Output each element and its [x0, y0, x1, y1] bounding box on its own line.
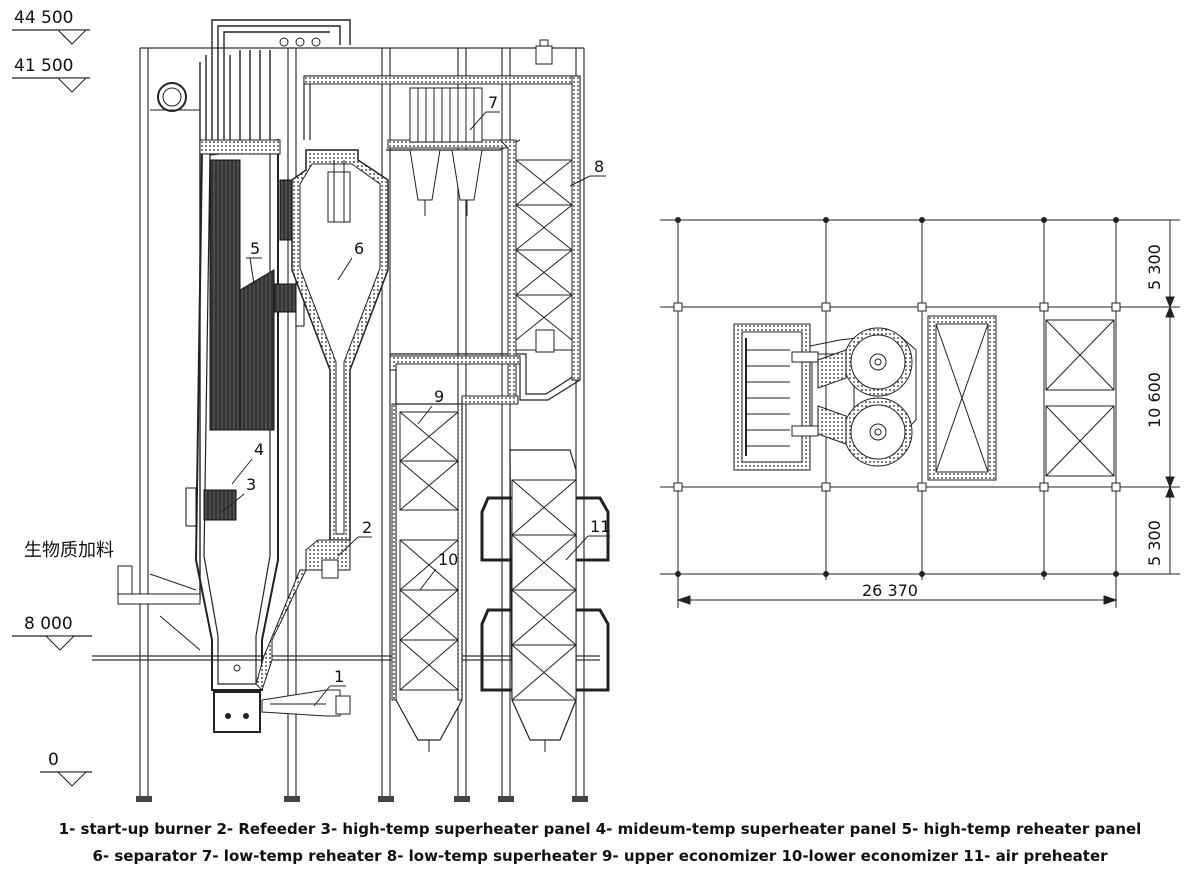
- column-footings: [136, 796, 588, 802]
- biomass-feed-label: 生物质加料: [24, 540, 114, 561]
- plan-dimension-lines: [676, 219, 1180, 605]
- elevation-marker-44500: 44 500: [12, 8, 90, 45]
- part-label-7: 7: [488, 93, 498, 112]
- low-temp-reheater: [409, 87, 483, 216]
- elevation-marker-41500: 41 500: [12, 56, 90, 93]
- part-label-2: 2: [362, 518, 372, 537]
- upper-economizer: [399, 411, 459, 511]
- startup-burner: [261, 689, 351, 717]
- part-label-3: 3: [246, 475, 256, 494]
- plan-column-markers: [673, 217, 1121, 577]
- plan-dim-width: 26 370: [862, 581, 918, 600]
- elevation-44500-label: 44 500: [14, 8, 73, 28]
- low-temp-superheater: [515, 159, 573, 353]
- elevation-0-label: 0: [48, 750, 59, 770]
- plan-back-pass: [927, 315, 997, 481]
- air-preheater: [480, 449, 610, 752]
- top-piping: [199, 19, 351, 600]
- part-label-6: 6: [354, 239, 364, 258]
- part-label-11: 11: [590, 517, 610, 536]
- plan-dim-middle: 10 600: [1145, 372, 1164, 428]
- legend-line-1: 1- start-up burner 2- Refeeder 3- high-t…: [58, 820, 1142, 838]
- legend-line-2: 6- separator 7- low-temp reheater 8- low…: [92, 847, 1108, 865]
- plan-cyclones: [791, 327, 917, 467]
- biomass-feed-chute: [117, 565, 201, 651]
- part-label-9: 9: [434, 387, 444, 406]
- legend: 1- start-up burner 2- Refeeder 3- high-t…: [0, 816, 1200, 870]
- steam-drum: [150, 82, 200, 112]
- elevation-8000-label: 8 000: [24, 614, 73, 634]
- plan-dim-bottom: 5 300: [1145, 520, 1164, 566]
- plan-furnace: [733, 323, 811, 471]
- plan-air-preheater: [1045, 319, 1115, 477]
- plan-dim-top: 5 300: [1145, 244, 1164, 290]
- part-label-4: 4: [254, 440, 264, 459]
- elevation-marker-0: 0: [40, 750, 92, 787]
- panel-tube-bundles: [185, 159, 305, 527]
- plan-view: 5 300 10 600 5 300 26 370: [660, 217, 1180, 608]
- lower-economizer: [399, 539, 459, 691]
- top-valves: [279, 37, 553, 65]
- elevation-41500-label: 41 500: [14, 56, 73, 76]
- economizer-column: [391, 403, 463, 752]
- cyclone-separator: [291, 149, 389, 541]
- part-label-10: 10: [438, 550, 458, 569]
- part-label-1: 1: [334, 667, 344, 686]
- part-label-8: 8: [594, 157, 604, 176]
- refeeder-loop-seal: [255, 539, 351, 691]
- part-label-5: 5: [250, 239, 260, 258]
- part-labels: 1 2 3 4 5 6 7 8 9 10 11: [221, 93, 610, 707]
- elevation-marker-8000: 8 000: [12, 614, 92, 651]
